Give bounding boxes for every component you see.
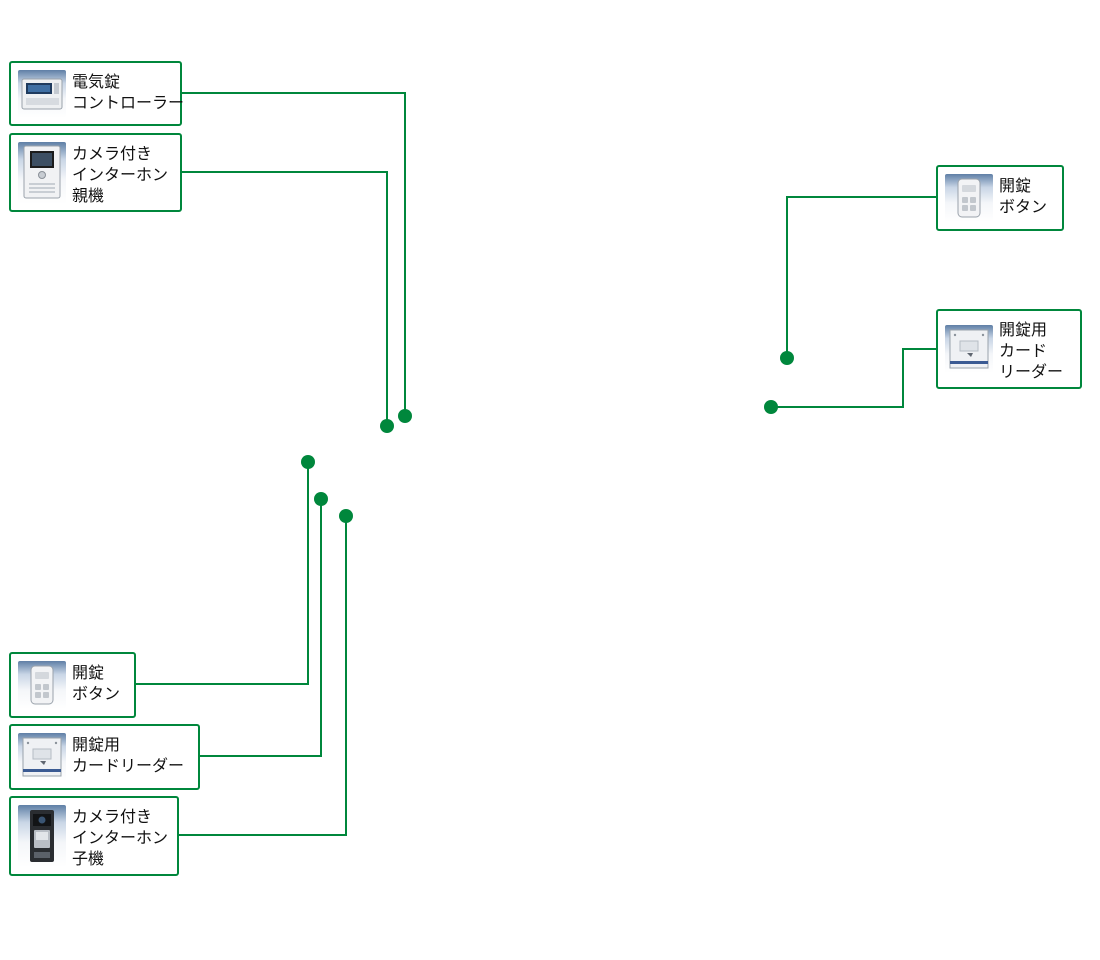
callout-label: 開錠 ボタン [999,175,1047,217]
unlock-button-icon [945,174,993,222]
label-line: リーダー [999,362,1064,381]
callout-label: 開錠 ボタン [72,662,120,704]
callout-label: 電気錠 コントローラー [72,71,184,113]
label-line: 開錠 [72,663,105,682]
callout-camera-intercom-sub: カメラ付き インターホン 子機 [9,796,179,876]
callout-label: カメラ付き インターホン 子機 [72,806,168,869]
connector-intercom-master [182,171,388,426]
connector-unlock-button-right [786,196,936,358]
callout-card-reader-left: 開錠用 カードリーダー [9,724,200,790]
label-line: インターホン [72,165,169,184]
label-line: 電気錠 [72,72,121,91]
connection-point-dot [339,509,353,523]
connection-point-dot [764,400,778,414]
callout-label: カメラ付き インターホン 親機 [72,143,168,206]
callout-unlock-button-left: 開錠 ボタン [9,652,136,718]
connection-point-dot [314,492,328,506]
label-line: 開錠 [999,176,1032,195]
connection-point-dot [398,409,412,423]
camera-intercom-master-icon [18,142,66,204]
connector-controller [182,92,406,416]
label-line: インターホン [72,828,169,847]
camera-intercom-sub-icon [18,805,66,867]
label-line: コントローラー [72,93,185,112]
connector-intercom-sub [179,516,347,836]
callout-card-reader-right: 開錠用 カード リーダー [936,309,1082,389]
connection-point-dot [780,351,794,365]
card-reader-icon [18,733,66,781]
electric-lock-controller-icon [18,70,66,118]
card-reader-icon [945,325,993,373]
label-line: ボタン [72,684,121,703]
callout-camera-intercom-master: カメラ付き インターホン 親機 [9,133,182,212]
connector-unlock-button-left [136,462,309,685]
label-line: カメラ付き [72,144,153,163]
label-line: カード [999,341,1048,360]
label-line: カメラ付き [72,807,153,826]
connector-card-reader-left [200,499,322,757]
callout-label: 開錠用 カード リーダー [999,319,1063,382]
label-line: 子機 [72,849,105,868]
unlock-button-icon [18,661,66,709]
callout-electric-lock-controller: 電気錠 コントローラー [9,61,184,126]
label-line: 親機 [72,186,105,205]
connection-point-dot [380,419,394,433]
callout-unlock-button-right: 開錠 ボタン [936,165,1064,231]
callout-label: 開錠用 カードリーダー [72,734,184,776]
label-line: 開錠用 [72,735,121,754]
label-line: カードリーダー [72,756,185,775]
connector-card-reader-right [771,348,936,408]
label-line: ボタン [999,197,1048,216]
connection-point-dot [301,455,315,469]
label-line: 開錠用 [999,320,1048,339]
